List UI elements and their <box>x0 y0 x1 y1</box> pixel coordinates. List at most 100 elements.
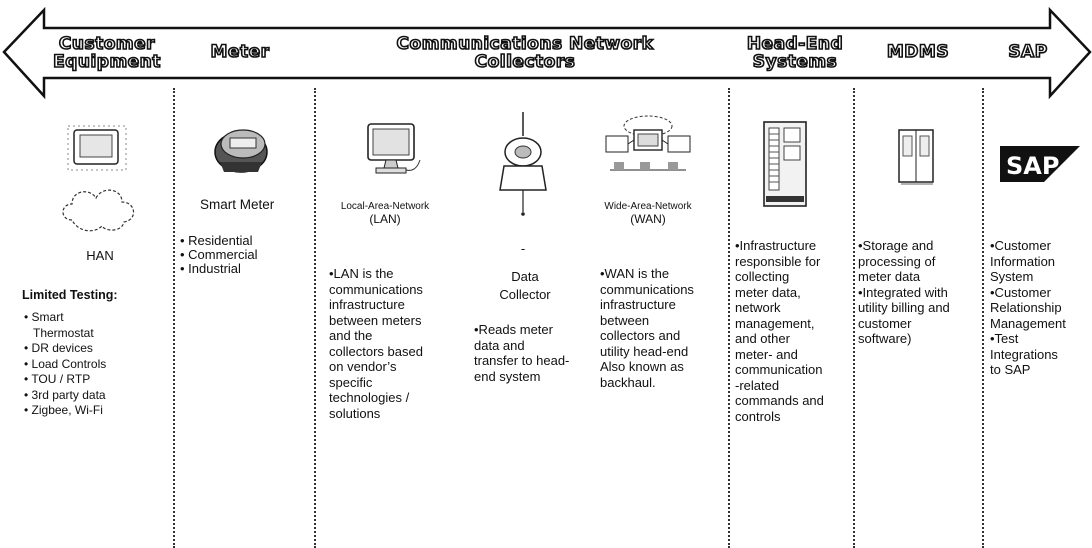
column-divider <box>173 88 175 548</box>
header-communications: Communications Network Collectors <box>375 34 675 72</box>
text-line: collectors and <box>600 328 681 343</box>
text-line: transfer to head- <box>474 353 570 368</box>
text-line: meter data, <box>735 284 801 300</box>
head-end-description: •Infrastructure responsible for collecti… <box>735 238 824 424</box>
smart-meter-icon <box>214 129 268 173</box>
collector-title-line2: Collector <box>499 287 551 302</box>
column-divider <box>728 88 730 548</box>
header-mdms: MDMS <box>886 42 950 62</box>
text-line: •Reads meter <box>474 322 553 337</box>
header-customer-line1: Customer <box>58 34 156 54</box>
text-line: and other <box>735 331 790 346</box>
text-line: Relationship <box>990 300 1062 315</box>
text-line: meter- and <box>735 346 798 362</box>
lan-title-line1: Local-Area-Network <box>340 201 430 212</box>
text-line: network <box>735 300 781 315</box>
list-item: • Load Controls <box>24 356 107 371</box>
wan-title: Wide-Area-Network (WAN) <box>588 200 708 226</box>
list-item: Thermostat <box>33 325 94 340</box>
list-item: • TOU / RTP <box>24 372 91 386</box>
wan-description: •WAN is the communications infrastructur… <box>600 266 694 390</box>
list-item: • Residential <box>180 233 253 248</box>
column-divider <box>853 88 855 548</box>
wan-title-line1: Wide-Area-Network <box>604 201 692 212</box>
text-line: •Customer <box>990 238 1051 253</box>
limited-testing-list: • Smart Thermostat • DR devices • Load C… <box>24 310 106 419</box>
header-headend-line1: Head-End <box>746 34 844 54</box>
mdms-description: •Storage and processing of meter data •I… <box>858 238 950 347</box>
text-line: software) <box>858 331 912 346</box>
sap-logo-text: SAP <box>1006 152 1059 180</box>
data-collector-title: Data Collector <box>480 268 570 304</box>
text-line: Information <box>990 253 1056 269</box>
mdms-cabinet-icon <box>898 129 934 185</box>
header-customer-equipment: Customer Equipment <box>52 34 162 72</box>
lan-description: •LAN is the communications infrastructur… <box>329 266 423 421</box>
text-line: infrastructure <box>600 297 676 312</box>
text-line: to SAP <box>990 362 1031 377</box>
list-item: • 3rd party data <box>24 387 106 402</box>
wan-network-icon <box>605 115 691 171</box>
text-line: technologies / <box>329 390 410 405</box>
lan-title: Local-Area-Network (LAN) <box>325 200 445 226</box>
column-divider <box>314 88 316 548</box>
text-line: meter data <box>858 269 921 284</box>
text-line: utility billing and <box>858 300 950 315</box>
header-comms-line1: Communications Network <box>396 34 654 54</box>
cloud-icon <box>62 189 135 232</box>
lan-title-line2: (LAN) <box>369 212 401 226</box>
text-line: -related <box>735 377 780 393</box>
text-line: •Test <box>990 331 1019 346</box>
meter-types-list: • Residential • Commercial • Industrial <box>180 234 258 276</box>
data-collector-icon <box>499 112 547 216</box>
text-line: collecting <box>735 269 790 284</box>
text-line: •Infrastructure <box>735 238 817 253</box>
limited-testing-title: Limited Testing: <box>22 288 118 302</box>
text-line: Integrations <box>990 346 1058 362</box>
text-line: utility head-end <box>600 343 689 359</box>
server-rack-icon <box>763 121 807 207</box>
text-line: backhaul. <box>600 374 656 390</box>
text-line: responsible for <box>735 253 821 269</box>
text-line: end system <box>474 368 541 384</box>
text-line: commands and <box>735 393 824 408</box>
sap-logo: SAP <box>1000 146 1080 182</box>
thermostat-icon <box>67 125 127 171</box>
collector-title-line1: Data <box>511 269 539 284</box>
text-line: solutions <box>329 405 381 421</box>
header-meter: Meter <box>210 42 270 62</box>
header-headend-line2: Systems <box>752 52 838 72</box>
lan-computer-icon <box>367 123 421 174</box>
text-line: •LAN is the <box>329 266 394 281</box>
text-line: communications <box>600 281 694 297</box>
text-line: System <box>990 269 1034 284</box>
header-head-end-systems: Head-End Systems <box>740 34 850 72</box>
text-line: Management <box>990 315 1066 331</box>
text-line: communications <box>329 281 423 297</box>
text-line: •Integrated with <box>858 284 948 300</box>
header-customer-line2: Equipment <box>52 52 161 72</box>
list-item: • Zigbee, Wi-Fi <box>24 403 103 417</box>
column-divider <box>982 88 984 548</box>
smart-meter-title: Smart Meter <box>200 197 275 212</box>
collector-dash: - <box>520 241 526 256</box>
text-line: customer <box>858 315 912 331</box>
text-line: Also known as <box>600 359 684 374</box>
header-sap: SAP <box>1008 42 1048 62</box>
text-line: between <box>600 312 650 328</box>
text-line: controls <box>735 408 781 424</box>
text-line: •WAN is the <box>600 266 670 281</box>
wan-title-line2: (WAN) <box>630 212 666 226</box>
text-line: processing of <box>858 253 936 269</box>
text-line: collectors based <box>329 343 423 359</box>
text-line: and the <box>329 328 373 343</box>
text-line: infrastructure <box>329 297 405 312</box>
text-line: specific <box>329 374 373 390</box>
text-line: data and <box>474 337 525 353</box>
text-line: •Storage and <box>858 238 934 253</box>
list-item: • DR devices <box>24 341 93 355</box>
text-line: communication <box>735 362 823 377</box>
sap-description: •Customer Information System •Customer R… <box>990 238 1066 378</box>
double-arrow-banner <box>2 6 1092 100</box>
text-line: on vendor’s <box>329 359 397 374</box>
